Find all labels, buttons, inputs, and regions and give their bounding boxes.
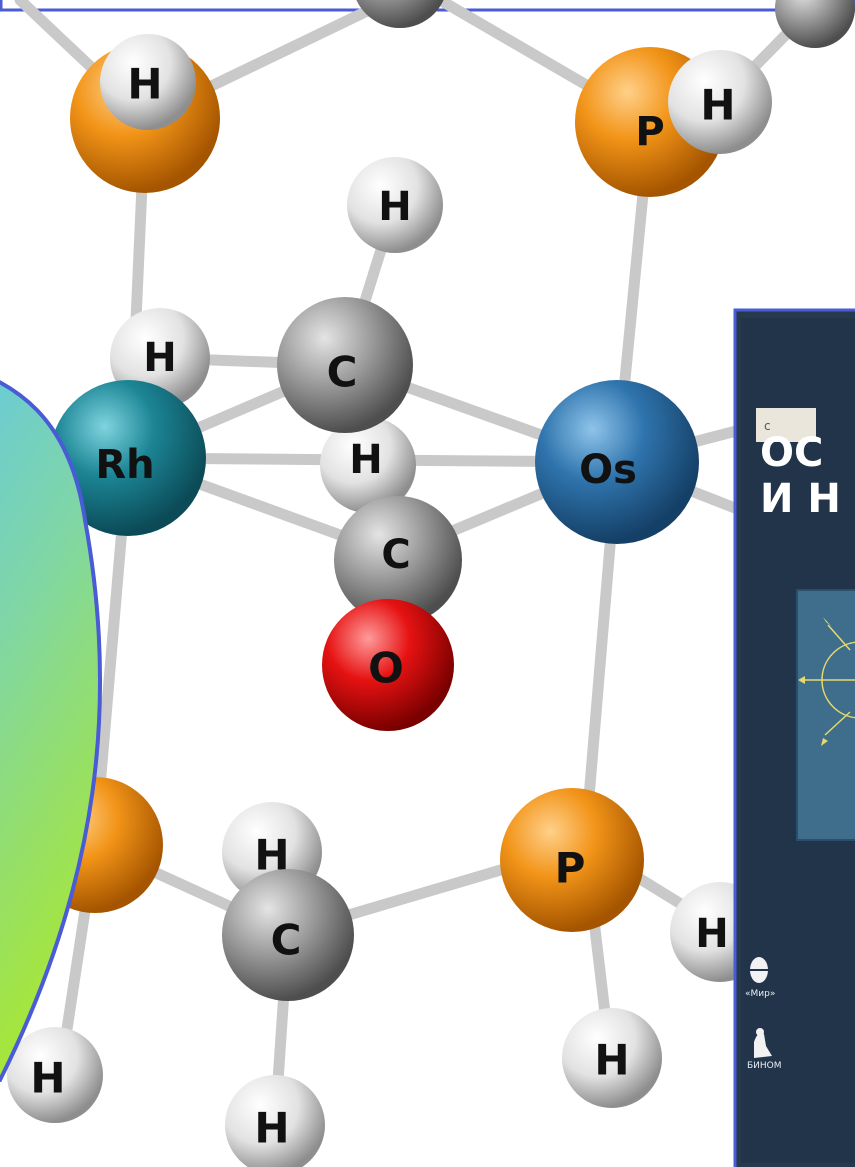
hydrogen-atom-on-p-top-right: H (668, 50, 772, 154)
svg-text:P: P (555, 844, 586, 893)
svg-text:«Мир»: «Мир» (745, 989, 775, 999)
carbon-atom-upper: C (277, 297, 413, 433)
book-publisher-logo-binom: БИНОМ (747, 1028, 782, 1071)
oxygen-atom: O (322, 599, 454, 731)
svg-text:H: H (378, 184, 411, 230)
svg-text:H: H (30, 1054, 65, 1103)
svg-text:H: H (594, 1036, 629, 1085)
hydrogen-atom-top-center: H (347, 157, 443, 253)
book-label-text: c (764, 419, 771, 433)
hydrogen-atom-below-p: H (562, 1008, 662, 1108)
svg-text:H: H (349, 437, 382, 483)
phosphorus-atom-bottom-right: P (500, 788, 644, 932)
svg-text:P: P (635, 109, 664, 155)
svg-text:C: C (381, 532, 410, 578)
svg-text:C: C (327, 348, 358, 397)
svg-text:C: C (271, 916, 302, 965)
svg-text:H: H (254, 1104, 289, 1153)
svg-text:H: H (127, 60, 162, 109)
svg-text:Os: Os (579, 447, 637, 493)
hydrogen-atom-under-carbon: H (320, 417, 416, 513)
book-title-line2: И Н (760, 476, 841, 522)
book-cover-photo: c ОС И Н «Мир» БИНОМ (733, 308, 855, 1167)
svg-text:БИНОМ: БИНОМ (747, 1061, 782, 1071)
book-publisher-logo-mir: «Мир» (745, 957, 775, 999)
carbon-atom-top-edge (356, 0, 444, 28)
hydrogen-atom-on-p-top-left: H (100, 34, 196, 130)
svg-text:H: H (695, 911, 728, 957)
carbon-atom-carbonyl: C (334, 496, 462, 624)
hydrogen-atom-bottom-left: H (7, 1027, 103, 1123)
book-title-line1: ОС (760, 430, 823, 476)
book-diagram-lines (798, 617, 855, 746)
svg-text:Rh: Rh (95, 442, 154, 488)
svg-text:H: H (143, 335, 176, 381)
hydrogen-atom-bottom: H (225, 1075, 325, 1167)
svg-text:H: H (700, 81, 735, 130)
book-label-sticker (756, 408, 816, 442)
osmium-atom: Os (535, 380, 699, 544)
carbon-atom-lower: C (222, 869, 354, 1001)
rhodium-atom: Rh (50, 380, 206, 536)
decorative-gradient-shape (0, 380, 103, 1082)
carbon-atom-top-right-edge (775, 0, 855, 48)
svg-text:O: O (368, 644, 404, 693)
